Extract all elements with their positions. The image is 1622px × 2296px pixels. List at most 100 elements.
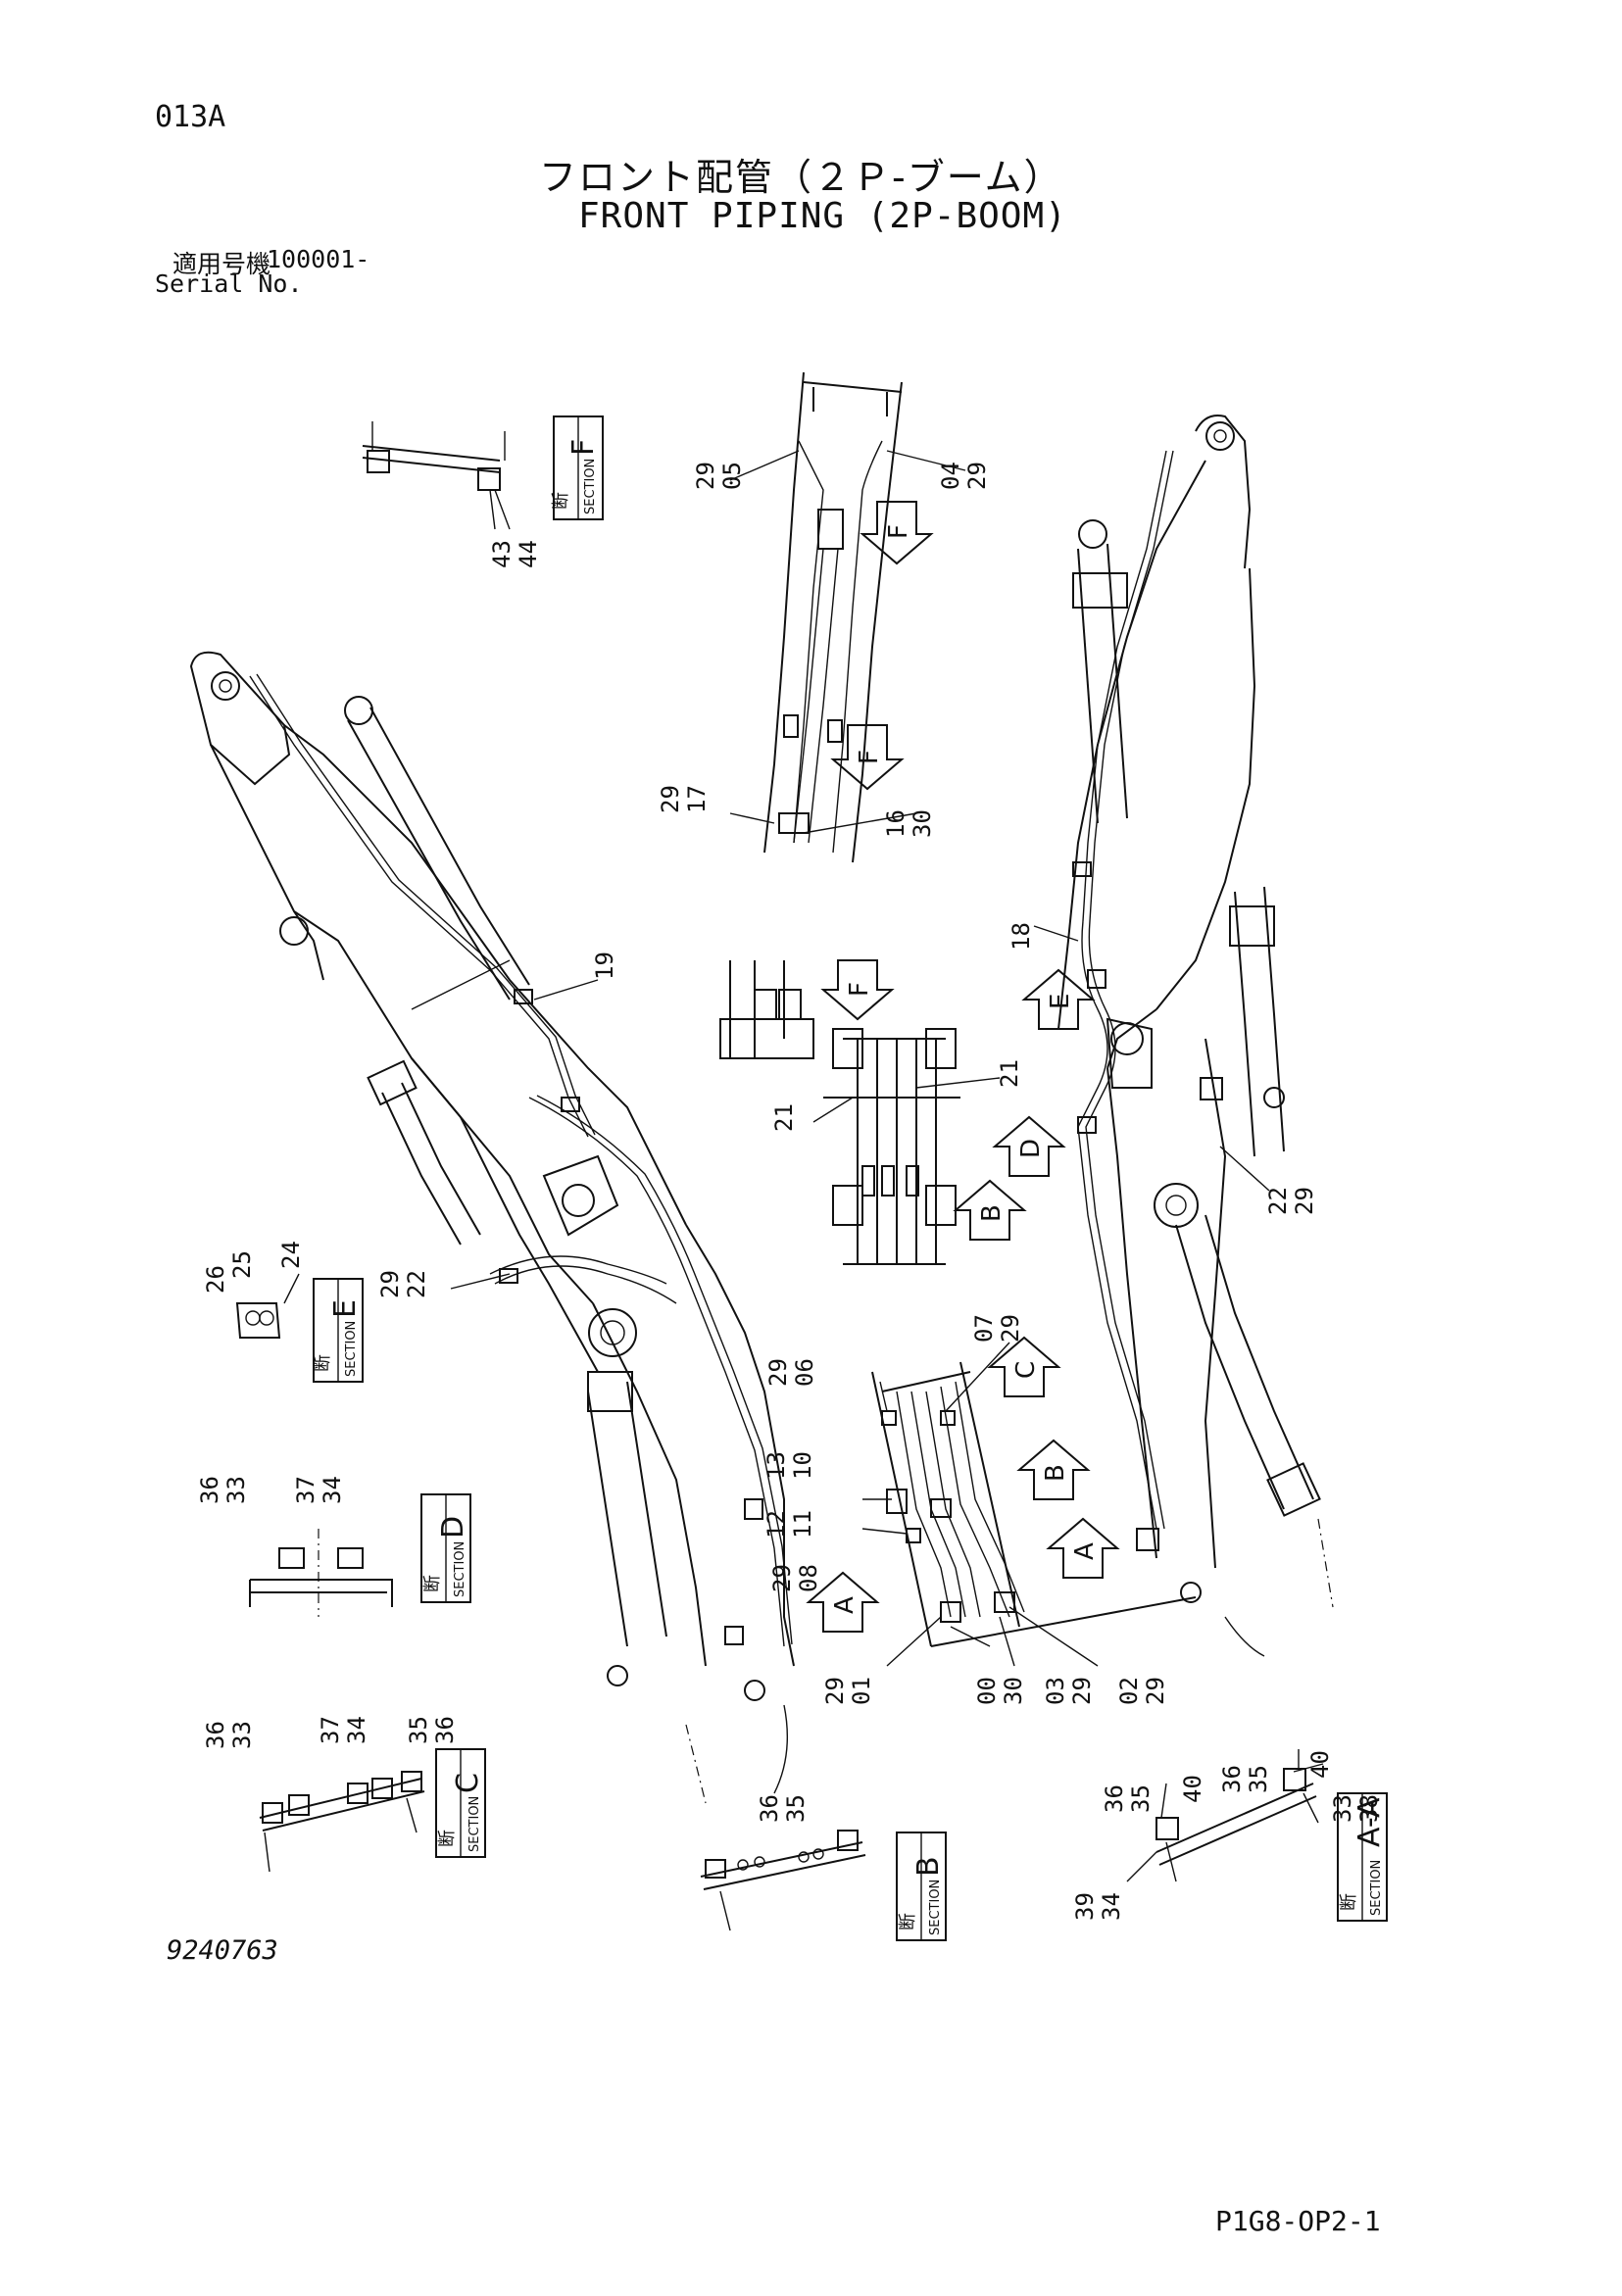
callout-number: 29 — [692, 462, 719, 490]
callout-number: 38 — [1355, 1794, 1383, 1823]
document-number: 9240763 — [167, 1935, 278, 1966]
callout-number: 43 — [488, 540, 516, 568]
svg-text:D: D — [1016, 1139, 1046, 1158]
callout-number: 30 — [909, 809, 936, 838]
callout-number: 16 — [882, 809, 909, 838]
svg-text:SECTION: SECTION — [1369, 1860, 1384, 1916]
part-callouts: 29 05 04 29 43 44 29 17 16 30 19 18 21 2… — [196, 462, 1383, 1921]
section-f-detail — [362, 421, 506, 530]
callout-number: 34 — [1098, 1892, 1125, 1921]
svg-text:A: A — [830, 1596, 860, 1614]
callout-number: 00 — [973, 1677, 1001, 1705]
section-e-detail — [235, 1273, 300, 1339]
title-japanese: フロント配管（２Ｐ-ブーム） — [539, 156, 1063, 199]
callout-number: 40 — [1179, 1775, 1206, 1803]
callout-number: 17 — [683, 785, 711, 813]
view-arrow: B — [953, 1179, 1027, 1241]
callout-number: 30 — [1000, 1677, 1027, 1705]
callout-number: 36 — [431, 1716, 459, 1744]
serial-number-value: 100001- — [267, 245, 370, 273]
callout-number: 18 — [1008, 922, 1035, 951]
svg-text:断: 断 — [437, 1830, 458, 1847]
callout-number: 33 — [222, 1476, 250, 1504]
svg-text:断: 断 — [898, 1913, 918, 1930]
callout-number: 29 — [1068, 1677, 1096, 1705]
svg-text:断: 断 — [1339, 1893, 1359, 1911]
svg-text:断: 断 — [313, 1354, 333, 1372]
svg-text:A-A: A-A — [1352, 1797, 1387, 1847]
section-f-tag: 断 SECTION F — [551, 415, 604, 520]
svg-text:F: F — [566, 439, 601, 456]
callout-number: 29 — [997, 1314, 1024, 1343]
callout-number: 29 — [1142, 1677, 1169, 1705]
callout-number: 29 — [821, 1677, 849, 1705]
callout-number: 34 — [343, 1716, 370, 1744]
svg-text:SECTION: SECTION — [928, 1880, 943, 1935]
section-c-tag: 断 SECTION C — [435, 1748, 486, 1858]
callout-number: 33 — [1329, 1794, 1356, 1823]
callout-number: 06 — [791, 1358, 818, 1387]
callout-number: 36 — [1218, 1765, 1246, 1793]
view-arrow: A — [1046, 1517, 1120, 1579]
callout-number: 25 — [228, 1250, 256, 1279]
section-d-detail — [249, 1529, 393, 1617]
callout-number: 07 — [970, 1314, 998, 1343]
callout-number: 19 — [591, 952, 618, 980]
svg-text:E: E — [1046, 994, 1075, 1009]
callout-number: 11 — [789, 1510, 816, 1539]
callout-number: 39 — [1071, 1892, 1099, 1921]
callout-number: 36 — [202, 1721, 229, 1749]
callout-number: 08 — [795, 1564, 822, 1592]
center-lower-detail — [871, 1361, 1197, 1647]
callout-number: 29 — [963, 462, 991, 490]
callout-number: 29 — [768, 1564, 796, 1592]
section-d-tag: 断 SECTION D — [420, 1493, 471, 1603]
callout-number: 22 — [403, 1270, 430, 1298]
callout-number: 29 — [1291, 1187, 1318, 1215]
svg-text:C: C — [1011, 1361, 1041, 1379]
view-arrow: E — [1021, 968, 1096, 1030]
callout-number: 10 — [789, 1451, 816, 1480]
section-aa-tag: 断 SECTION A-A — [1337, 1792, 1388, 1922]
svg-text:F: F — [845, 982, 874, 997]
view-arrow: F — [860, 501, 934, 565]
callout-number: 37 — [292, 1476, 319, 1504]
svg-text:断: 断 — [422, 1575, 443, 1592]
callout-number: 21 — [770, 1103, 798, 1132]
callout-number: 24 — [277, 1241, 305, 1269]
left-boom-assembly — [189, 651, 795, 1804]
callout-number: 34 — [319, 1476, 346, 1504]
svg-text:B: B — [911, 1856, 946, 1877]
view-arrow: D — [992, 1115, 1066, 1177]
svg-text:SECTION: SECTION — [467, 1796, 482, 1852]
center-top-boom-detail — [763, 371, 903, 863]
callout-number: 36 — [756, 1794, 783, 1823]
svg-text:B: B — [1041, 1464, 1070, 1482]
sheet-id: P1G8-OP2-1 — [1215, 2205, 1381, 2237]
callout-number: 44 — [515, 540, 542, 568]
callout-number: 36 — [196, 1476, 223, 1504]
leader-lines — [450, 450, 1324, 1882]
callout-number: 12 — [762, 1510, 790, 1539]
callout-number: 33 — [228, 1721, 256, 1749]
callout-number: 29 — [764, 1358, 792, 1387]
callout-number: 04 — [937, 462, 964, 490]
callout-number: 22 — [1264, 1187, 1292, 1215]
serial-label-japanese: 適用号機 — [172, 250, 271, 278]
view-arrow: A — [806, 1571, 880, 1633]
view-arrow: B — [1016, 1439, 1091, 1500]
svg-text:SECTION: SECTION — [583, 459, 598, 514]
callout-number: 03 — [1042, 1677, 1069, 1705]
callout-number: 29 — [376, 1270, 404, 1298]
callout-number: 01 — [848, 1677, 875, 1705]
callout-number: 36 — [1101, 1784, 1128, 1813]
svg-text:断: 断 — [551, 492, 571, 510]
callout-number: 35 — [782, 1794, 810, 1823]
callout-number: 35 — [1245, 1765, 1272, 1793]
svg-text:D: D — [436, 1516, 470, 1539]
svg-text:F: F — [855, 750, 884, 764]
callout-number: 35 — [405, 1716, 432, 1744]
svg-text:E: E — [328, 1299, 363, 1318]
title-english: FRONT PIPING (2P-BOOM) — [578, 196, 1067, 236]
